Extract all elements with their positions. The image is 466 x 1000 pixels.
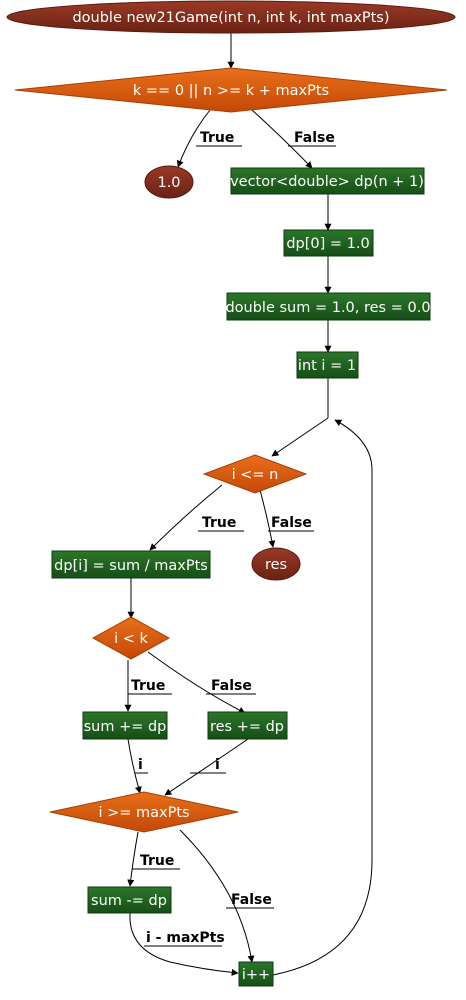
edge-loop-true (149, 484, 223, 551)
node-sum-add: sum += dp (82, 711, 168, 740)
edge-sumadd-to-gemax (127, 738, 142, 794)
node-init-sum-res: double sum = 1.0, res = 0.0 (225, 292, 431, 321)
res-add-text: res += dp (210, 719, 284, 735)
func-signature-text: double new21Game(int n, int k, int maxPt… (72, 10, 389, 26)
label-base-true: True (200, 130, 234, 146)
cond-i-lt-k-text: i < k (114, 631, 148, 647)
label-ltk-true: True (131, 678, 165, 694)
edge-base-false (251, 109, 313, 169)
node-cond-base: k == 0 || n >= k + maxPts (14, 67, 448, 113)
label-base-false: False (294, 130, 335, 146)
init-dp0-text: dp[0] = 1.0 (286, 236, 369, 252)
edge-loop-false (259, 489, 276, 548)
label-loop-true: True (202, 515, 236, 531)
edge-resadd-to-gemax (164, 738, 249, 796)
label-sumadd-out: i (138, 757, 143, 773)
edge-sumsub-to-incr (129, 912, 239, 976)
node-decl-dp: vector<double> dp(n + 1) (230, 167, 425, 195)
label-resadd-out: i (215, 757, 220, 773)
edge-labels: True False True False True False i i Tru… (131, 130, 335, 946)
sum-sub-text: sum -= dp (91, 893, 167, 909)
cond-loop-text: i <= n (232, 467, 279, 483)
cond-i-ge-max-text: i >= maxPts (98, 805, 189, 821)
node-res-add: res += dp (207, 711, 288, 740)
node-cond-i-ge-max: i >= maxPts (49, 791, 239, 833)
node-init-dp0: dp[0] = 1.0 (283, 229, 374, 257)
node-init-i: int i = 1 (296, 351, 359, 379)
edge-gemax-true (127, 831, 139, 887)
node-ret-one: 1.0 (144, 165, 194, 199)
label-gemax-true: True (140, 853, 174, 869)
edge-loop-back (272, 419, 373, 976)
ret-one-text: 1.0 (157, 175, 180, 191)
sum-add-text: sum += dp (84, 719, 167, 735)
node-func-signature: double new21Game(int n, int k, int maxPt… (6, 0, 456, 34)
edge-ltk-false (147, 651, 246, 714)
edge-gemax-false (179, 829, 255, 963)
node-sum-sub: sum -= dp (87, 886, 172, 914)
edge-base-true (176, 109, 211, 168)
node-cond-i-lt-k: i < k (91, 616, 171, 660)
label-gemax-false: False (231, 892, 272, 908)
label-loop-false: False (271, 515, 312, 531)
node-cond-loop: i <= n (202, 454, 308, 494)
label-sumsub-out: i - maxPts (146, 930, 225, 946)
edge-junction-to-loop (271, 417, 329, 457)
init-sum-res-text: double sum = 1.0, res = 0.0 (225, 300, 430, 316)
decl-dp-text: vector<double> dp(n + 1) (230, 174, 424, 190)
ret-res-text: res (265, 557, 287, 573)
edges (124, 33, 373, 976)
init-i-text: int i = 1 (298, 358, 356, 374)
cond-base-text: k == 0 || n >= k + maxPts (133, 83, 329, 99)
node-ret-res: res (251, 547, 301, 581)
assign-dp-text: dp[i] = sum / maxPts (54, 558, 208, 574)
label-ltk-false: False (211, 678, 252, 694)
node-incr-i: i++ (238, 961, 274, 987)
incr-i-text: i++ (242, 967, 270, 983)
node-assign-dp: dp[i] = sum / maxPts (51, 550, 211, 579)
